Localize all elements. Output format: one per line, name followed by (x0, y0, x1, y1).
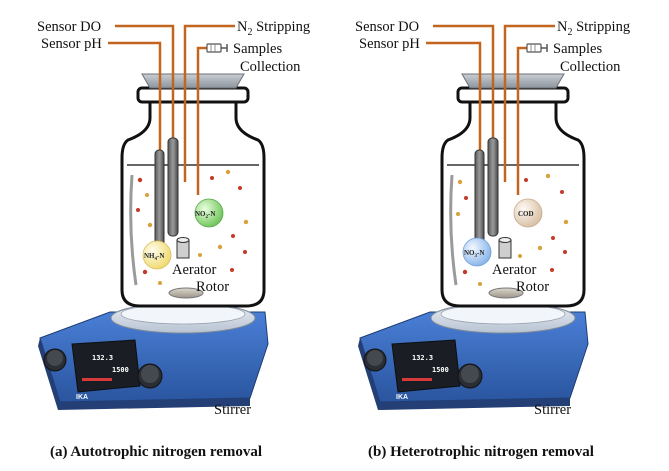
label-n2-stripping: N2 Stripping (237, 19, 310, 38)
caption-b: (b) Heterotrophic nitrogen removal (368, 444, 594, 460)
label-sensor-ph: Sensor pH (41, 36, 102, 52)
label-sensor-do: Sensor DO (37, 19, 101, 35)
caption-a: (a) Autotrophic nitrogen removal (50, 444, 262, 460)
magnetic-stirrer: 132.3 1500 IKA (38, 302, 269, 410)
tube-n2 (183, 24, 235, 182)
label-rotor: Rotor (516, 279, 549, 295)
probe-do (167, 137, 179, 237)
svg-text:COD: COD (518, 210, 534, 218)
label-aerator: Aerator (172, 262, 216, 278)
probe-do (487, 137, 499, 237)
panel-autotrophic: 132.3 1500 IKA (37, 19, 310, 460)
magnetic-stirrer: 132.3 1500 IKA (358, 302, 589, 410)
syringe-icon (526, 43, 548, 53)
tube-n2 (503, 24, 555, 182)
bubble-nh4-n: NH4-N (142, 240, 172, 270)
label-sensor-do: Sensor DO (355, 19, 419, 35)
label-stirrer: Stirrer (214, 402, 251, 418)
particles (136, 169, 249, 285)
aerator-icon (498, 237, 512, 259)
particles (456, 173, 569, 286)
label-samples: Samples (233, 41, 282, 57)
label-samples: Samples (553, 41, 602, 57)
label-collection: Collection (560, 59, 621, 75)
probe-ph (154, 149, 165, 255)
tube-sensor-do (433, 24, 495, 145)
brand-label: IKA (76, 394, 88, 401)
svg-text:NO2-N: NO2-N (195, 210, 215, 220)
label-collection: Collection (240, 59, 301, 75)
svg-text:NH4-N: NH4-N (144, 252, 164, 262)
label-rotor: Rotor (196, 279, 229, 295)
display-side-readout: 1500 (112, 366, 129, 374)
display-main-readout: 132.3 (92, 354, 113, 362)
tube-sensor-do (115, 24, 175, 145)
label-sensor-ph: Sensor pH (359, 36, 420, 52)
stir-bar-rotor (488, 287, 524, 299)
stir-bar-rotor (168, 287, 204, 299)
label-stirrer: Stirrer (534, 402, 571, 418)
svg-text:NO3-N: NO3-N (464, 249, 484, 259)
bubble-no3-n: NO3-N (462, 237, 492, 267)
panel-heterotrophic: 132.3 1500 IKA (355, 19, 630, 460)
label-n2-stripping: N2 Stripping (557, 19, 630, 38)
bubble-no2-n: NO2-N (194, 198, 224, 228)
tube-sensor-ph (426, 41, 482, 150)
aerator-icon (176, 237, 190, 259)
brand-label: IKA (396, 394, 408, 401)
display-side-readout: 1500 (432, 366, 449, 374)
bubble-cod: COD (513, 198, 543, 228)
syringe-icon (206, 43, 228, 53)
label-aerator: Aerator (492, 262, 536, 278)
tube-sensor-ph (108, 41, 162, 150)
display-main-readout: 132.3 (412, 354, 433, 362)
